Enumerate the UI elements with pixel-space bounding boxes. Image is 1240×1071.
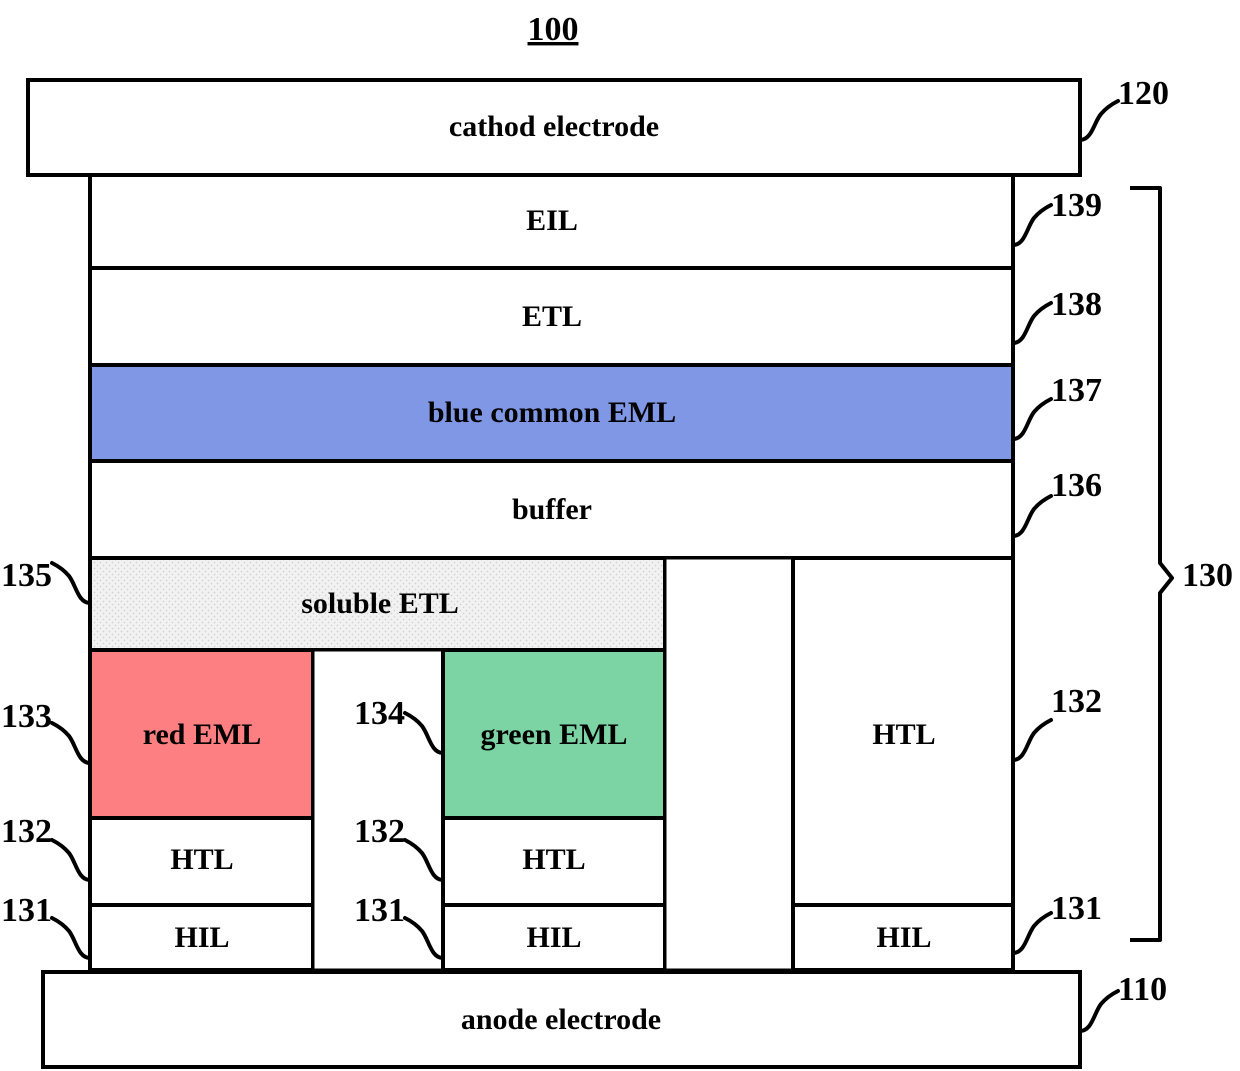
layer-hil-blue-label: HIL — [876, 921, 931, 954]
ref-numeral-132-middle: 132 — [354, 813, 405, 850]
leader-line-132-right — [1011, 718, 1053, 762]
layer-hil-red-label: HIL — [174, 921, 229, 954]
column-gap-red-green — [311, 648, 445, 972]
leader-line-132-middle — [403, 838, 445, 882]
layer-soluble-etl-label: soluble ETL — [301, 587, 459, 620]
ref-numeral-132-left: 132 — [1, 813, 52, 850]
figure-title: 100 — [528, 11, 579, 48]
leader-line-131-middle — [403, 916, 445, 960]
ref-numeral-130: 130 — [1182, 557, 1233, 594]
ref-numeral-137: 137 — [1051, 372, 1102, 409]
layer-red-eml-label: red EML — [143, 718, 262, 751]
ref-numeral-135: 135 — [1, 557, 52, 594]
leader-line-131-right — [1011, 911, 1053, 955]
layer-htl-green — [441, 816, 667, 907]
ref-numeral-138: 138 — [1051, 286, 1102, 323]
bracket-130 — [1130, 186, 1174, 942]
layer-htl-green-label: HTL — [522, 843, 585, 876]
leader-line-139 — [1011, 203, 1053, 247]
leader-line-136 — [1011, 494, 1053, 538]
layer-anode-electrode — [41, 970, 1082, 1069]
leader-line-134 — [403, 711, 445, 755]
ref-numeral-133: 133 — [1, 698, 52, 735]
ref-numeral-120: 120 — [1118, 75, 1169, 112]
layer-buffer-label: buffer — [512, 493, 592, 526]
ref-numeral-134: 134 — [354, 695, 405, 732]
ref-numeral-132-right: 132 — [1051, 683, 1102, 720]
leader-line-120 — [1078, 99, 1120, 142]
leader-line-137 — [1011, 397, 1053, 441]
ref-numeral-136: 136 — [1051, 467, 1102, 504]
column-gap-green-blue — [663, 556, 795, 972]
layer-green-eml-label: green EML — [481, 718, 628, 751]
ref-numeral-139: 139 — [1051, 187, 1102, 224]
layer-blue-common-eml-label: blue common EML — [428, 396, 676, 429]
leader-line-135 — [50, 561, 92, 605]
layer-etl-label: ETL — [522, 300, 582, 333]
leader-line-133 — [50, 721, 92, 765]
layer-anode-electrode-label: anode electrode — [461, 1003, 661, 1036]
ref-numeral-131-left: 131 — [1, 892, 52, 929]
leader-line-131-left — [50, 916, 92, 960]
leader-line-132-left — [50, 838, 92, 882]
layer-cathode-electrode — [26, 78, 1082, 177]
layer-hil-green-label: HIL — [526, 921, 581, 954]
layer-htl-blue — [791, 556, 1015, 907]
layer-htl-red-label: HTL — [170, 843, 233, 876]
layer-htl-red — [88, 816, 315, 907]
leader-line-138 — [1011, 301, 1053, 345]
layer-blue-common-eml — [88, 363, 1015, 463]
layer-cathode-electrode-label: cathod electrode — [449, 110, 659, 143]
leader-line-110 — [1078, 989, 1120, 1033]
layer-eil-label: EIL — [526, 204, 578, 237]
ref-numeral-131-right: 131 — [1051, 890, 1102, 927]
layer-eil — [88, 173, 1015, 270]
layer-htl-blue-label: HTL — [872, 718, 935, 751]
ref-numeral-110: 110 — [1118, 971, 1167, 1008]
ref-numeral-131-middle: 131 — [354, 892, 405, 929]
